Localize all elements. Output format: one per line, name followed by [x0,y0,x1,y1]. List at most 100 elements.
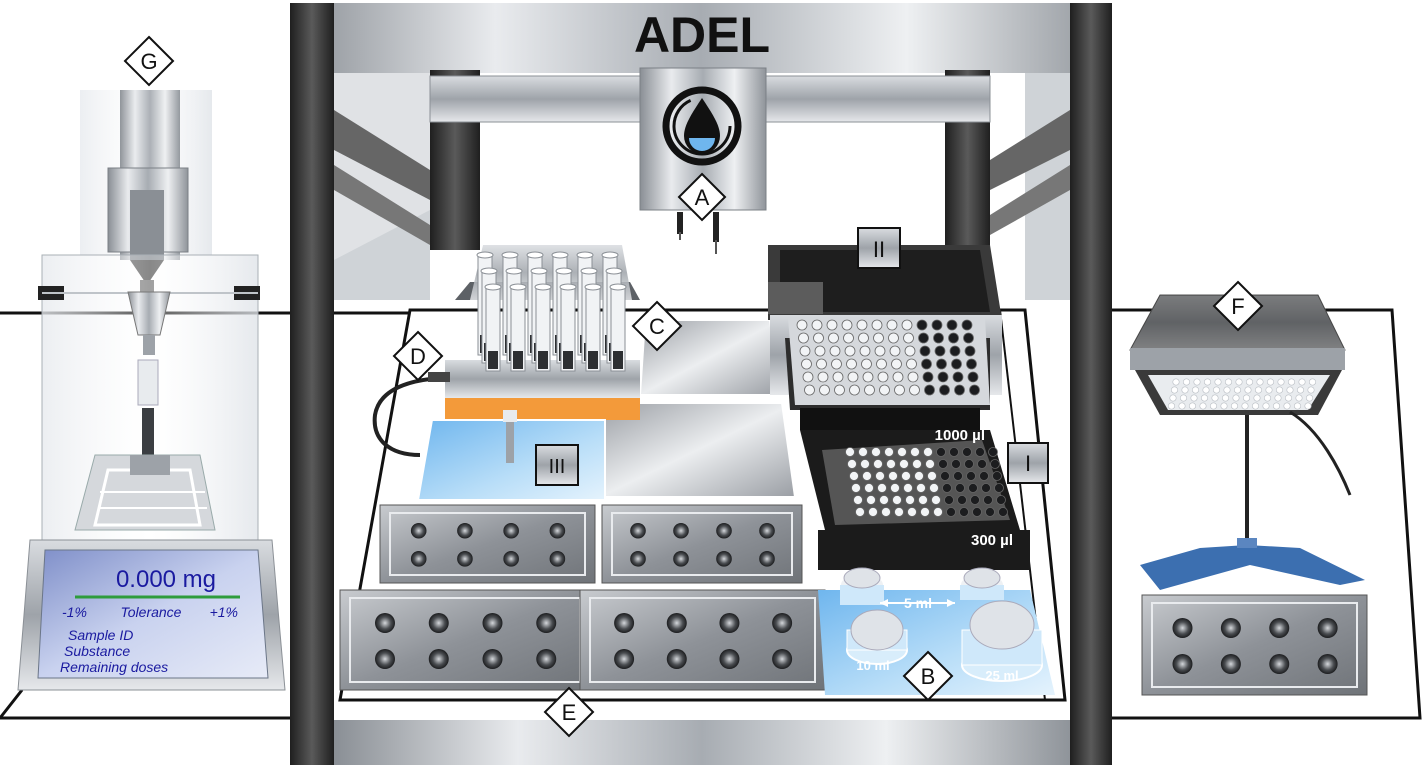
tip [968,483,978,493]
tip [834,384,845,396]
lamp-led [1192,386,1200,394]
tolerance-label: Tolerance [121,604,182,620]
lamp-led [1201,394,1209,402]
vial-large-volume: 25 ml [985,668,1018,683]
lamp-led [1222,394,1230,402]
tip [796,319,808,331]
callouts: G A C D E F B II [123,35,1264,738]
tip [849,384,860,396]
microplate-tower: 1000 µl 300 µl [768,245,1030,570]
tip [907,507,917,517]
lamp-led [1231,402,1239,410]
tip [969,384,980,396]
lamp-led [1213,386,1221,394]
lamp-led [1169,394,1177,402]
lamp-led [1180,394,1188,402]
tip [909,384,920,396]
lamp-led [1255,386,1263,394]
plate-well [410,522,427,539]
tip [899,459,909,469]
tip [843,332,854,344]
tip [966,471,976,481]
tolerance-minus: -1% [62,604,87,620]
tip [851,483,861,493]
tip [847,371,859,383]
plate-well [503,522,519,539]
tip [846,358,857,370]
tip [892,495,902,505]
lamp-led [1183,378,1191,386]
tip [967,371,979,383]
tip [816,358,827,370]
tip [942,483,952,493]
lamp-led [1202,386,1210,394]
callout-d-text: D [410,344,426,369]
lamp-led [1309,378,1317,386]
tip [879,384,890,396]
lamp-led [1171,386,1179,394]
callout-c-text: C [649,314,665,339]
lamp-led [1235,378,1243,386]
tip [904,345,916,357]
tip [979,471,989,481]
lamp-led [1277,378,1285,386]
callout-e-text: E [562,700,577,725]
tip [901,319,913,331]
tip [994,483,1004,493]
plate-well [630,551,646,567]
lamp-led [1243,394,1251,402]
lamp-led [1265,386,1273,394]
tip [931,495,941,505]
well-plate [1141,594,1368,696]
lamp-led [1252,402,1260,410]
plate-well [772,613,793,633]
plate-well [410,551,427,567]
balance: 0.000 mg -1% Tolerance +1% Sample ID Sub… [17,90,286,691]
callout-g: G [123,35,175,87]
tip [804,384,815,396]
callout-b: B [902,650,954,702]
tip [946,319,958,331]
lamp-led [1304,402,1312,410]
plate-well [614,613,635,633]
tip [886,319,898,331]
callout-iii-text: III [549,456,566,478]
tip [925,459,935,469]
tip [888,332,899,344]
tip [951,358,962,370]
lamp-led [1267,378,1275,386]
lamp-led [1297,386,1305,394]
plate-well [549,522,566,539]
tip [890,483,900,493]
tip [922,371,934,383]
lamp-led [1214,378,1222,386]
plate-well [759,551,775,567]
tip [894,384,905,396]
tip [888,471,898,481]
tip [886,459,896,469]
brand-title: ADEL [634,7,770,63]
tip [924,384,935,396]
tip [879,495,889,505]
plate-well [503,551,519,567]
lamp-led [1285,394,1293,402]
lamp-led [1244,386,1252,394]
tip [961,319,973,331]
plate-well [375,613,395,633]
tip [877,483,887,493]
tip [892,371,904,383]
tip [903,483,913,493]
tip [964,459,974,469]
tip [955,483,965,493]
tip [923,447,933,457]
balance-line-substance: Substance [64,643,130,659]
tip [873,459,883,469]
lamp-led [1246,378,1254,386]
plate-well [1220,618,1241,638]
lamp-led [1264,394,1272,402]
tip [858,447,868,457]
tip [897,447,907,457]
tip [931,319,943,331]
lamp-led [1276,386,1284,394]
lamp-led [1273,402,1281,410]
